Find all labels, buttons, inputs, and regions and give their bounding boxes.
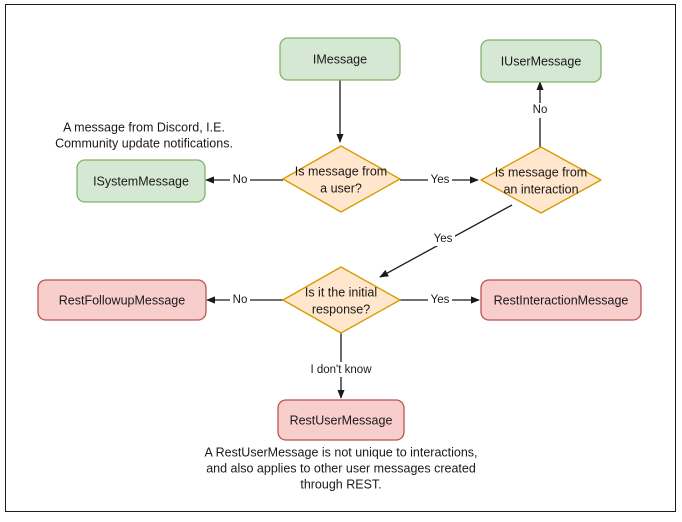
node-interaction-question-line1: Is message from: [495, 165, 587, 179]
node-is-message-from-a-user[interactable]: Is message from a user?: [282, 145, 401, 213]
edge-interaction-question-no: No: [530, 81, 551, 147]
edge-user-question-yes: Yes: [400, 172, 479, 187]
node-interaction-question-line2: an interaction: [503, 182, 578, 196]
edge-label-yes-initial: Yes: [434, 233, 453, 245]
node-initial-response-line1: Is it the initial: [305, 285, 377, 299]
node-is-message-from-an-interaction[interactable]: Is message from an interaction: [480, 146, 602, 214]
node-imessage[interactable]: IMessage: [279, 37, 401, 81]
node-is-it-the-initial-response[interactable]: Is it the initial response?: [282, 266, 401, 334]
node-isystemmessage-label: ISystemMessage: [93, 174, 189, 188]
edge-interaction-question-yes: Yes: [379, 204, 513, 278]
node-user-question-line2: a user?: [320, 181, 362, 195]
note-rest-user-message-line3: through REST.: [300, 477, 381, 491]
note-rest-user-message-line2: and also applies to other user messages …: [206, 461, 476, 475]
node-restusermessage[interactable]: RestUserMessage: [277, 399, 405, 441]
edge-label-yes-restinteraction: Yes: [431, 294, 450, 306]
node-restinteractionmessage-label: RestInteractionMessage: [494, 293, 629, 307]
edge-user-question-no: No: [205, 172, 283, 187]
note-rest-user-message: A RestUserMessage is not unique to inter…: [204, 445, 477, 491]
node-restusermessage-label: RestUserMessage: [290, 413, 393, 427]
node-isystemmessage[interactable]: ISystemMessage: [76, 159, 206, 203]
edge-label-no-followup: No: [233, 294, 248, 306]
node-iusermessage[interactable]: IUserMessage: [480, 39, 602, 83]
note-rest-user-message-line1: A RestUserMessage is not unique to inter…: [204, 445, 477, 459]
edge-initial-response-yes: Yes: [400, 292, 480, 307]
edge-initial-response-no: No: [206, 292, 283, 307]
edge-label-yes-interaction: Yes: [431, 174, 450, 186]
edge-label-no-system: No: [233, 174, 248, 186]
node-initial-response-line2: response?: [312, 302, 370, 316]
node-user-question-line1: Is message from: [295, 164, 387, 178]
node-iusermessage-label: IUserMessage: [501, 54, 582, 68]
edge-label-no-usermessage: No: [533, 104, 548, 116]
note-system-message-line2: Community update notifications.: [55, 136, 233, 150]
edge-initial-response-unknown: I don't know: [300, 333, 382, 399]
node-restfollowupmessage[interactable]: RestFollowupMessage: [37, 279, 207, 321]
node-restinteractionmessage[interactable]: RestInteractionMessage: [480, 279, 642, 321]
note-system-message: A message from Discord, I.E. Community u…: [55, 120, 233, 150]
node-imessage-label: IMessage: [313, 52, 367, 66]
note-system-message-line1: A message from Discord, I.E.: [63, 120, 225, 134]
node-restfollowupmessage-label: RestFollowupMessage: [59, 293, 185, 307]
edge-label-i-dont-know: I don't know: [310, 364, 372, 376]
